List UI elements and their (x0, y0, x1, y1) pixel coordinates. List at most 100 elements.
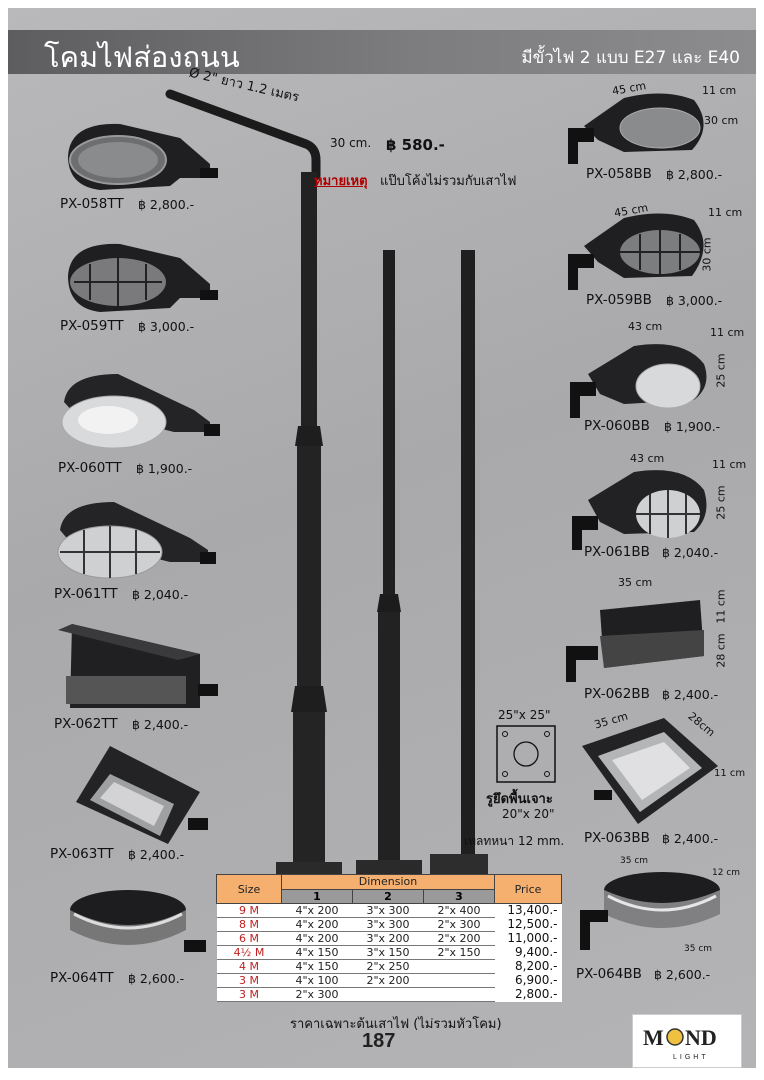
page-subtitle: มีขั้วไฟ 2 แบบ E27 และ E40 (521, 48, 740, 68)
row-dim-1: 4"x 150 (281, 945, 353, 960)
dim-061bb-height: 25 cm (714, 485, 728, 520)
brand-logo: M ND LIGHT (632, 1014, 742, 1068)
catalog-page: โคมไฟส่องถนน มีขั้วไฟ 2 แบบ E27 และ E40 … (8, 8, 756, 1068)
product-code-px062bb: PX-062BB (584, 686, 650, 702)
product-code-px058tt: PX-058TT (60, 196, 124, 212)
lamp-px063tt-image (76, 746, 208, 844)
dim-062bb-height: 28 cm (714, 633, 728, 668)
product-price-px061tt: ฿ 2,040.- (132, 587, 189, 602)
size-header: Size (216, 874, 282, 904)
lamp-px061tt-image (57, 502, 216, 579)
lamp-px060bb-image (570, 344, 707, 418)
product-code-px058bb: PX-058BB (586, 166, 652, 182)
row-dim-2: 3"x 150 (352, 945, 424, 960)
page-number: 187 (362, 1030, 396, 1052)
note-text: แป๊บโค้งไม่รวมกับเสาไฟ (380, 174, 517, 189)
row-dim-3 (423, 973, 495, 988)
product-code-px064bb: PX-064BB (576, 966, 642, 982)
row-dim-1: 4"x 200 (281, 917, 353, 932)
product-price-px058bb: ฿ 2,800.- (666, 167, 723, 182)
title-bar (8, 30, 756, 74)
street-poles-illustration (165, 89, 488, 874)
row-size: 4 M (216, 959, 282, 974)
base-plate-icon (496, 725, 556, 783)
product-code-px059tt: PX-059TT (60, 318, 124, 334)
dim-061bb-width: 43 cm (630, 452, 665, 465)
row-size: 9 M (216, 903, 282, 918)
mond-light-logo: M ND LIGHT (643, 1025, 717, 1061)
arm-height-label: 30 cm. (330, 136, 372, 150)
lamp-px061bb-image (572, 470, 707, 550)
product-code-px062tt: PX-062TT (54, 716, 118, 732)
product-price-px059tt: ฿ 3,000.- (138, 319, 195, 334)
anchor-size: 20"x 20" (502, 807, 555, 821)
dimension-col-3: 3 (423, 888, 495, 904)
row-size: 3 M (216, 987, 282, 1002)
lamp-px064bb-image (580, 872, 720, 950)
row-price: 11,000.- (494, 931, 562, 946)
row-price: 8,200.- (494, 959, 562, 974)
product-code-px060bb: PX-060BB (584, 418, 650, 434)
product-code-px059bb: PX-059BB (586, 292, 652, 308)
anchor-label: รูยึดพื้นเจาะ (486, 792, 553, 807)
product-price-px059bb: ฿ 3,000.- (666, 293, 723, 308)
row-dim-2 (352, 987, 424, 1002)
product-price-px063bb: ฿ 2,400.- (662, 831, 719, 846)
lamp-px059tt-image (68, 243, 218, 312)
lamp-px064tt-image (70, 890, 206, 952)
row-price: 6,900.- (494, 973, 562, 988)
row-dim-2: 2"x 200 (352, 973, 424, 988)
lamp-px058tt-image (68, 123, 218, 190)
product-code-px061tt: PX-061TT (54, 586, 118, 602)
product-price-px062tt: ฿ 2,400.- (132, 717, 189, 732)
dim-060bb-depth: 11 cm (710, 326, 745, 339)
row-dim-3: 2"x 150 (423, 945, 495, 960)
product-price-px061bb: ฿ 2,040.- (662, 545, 719, 560)
lamp-px059bb-image (568, 213, 704, 290)
dimension-header: Dimension (281, 874, 495, 890)
lamp-px062tt-image (58, 624, 218, 708)
row-dim-1: 4"x 200 (281, 903, 353, 918)
table-caption: ราคาเฉพาะต้นเสาไฟ (ไม่รวมหัวโคม) (290, 1017, 502, 1032)
dim-060bb-height: 25 cm (714, 353, 728, 388)
row-dim-1: 4"x 150 (281, 959, 353, 974)
product-price-px063tt: ฿ 2,400.- (128, 847, 185, 862)
note-label: หมายเหตุ (314, 174, 368, 189)
dim-064bb-width: 35 cm (620, 856, 649, 866)
product-price-px060tt: ฿ 1,900.- (136, 461, 193, 476)
lamp-px063bb-image (582, 718, 718, 824)
arm-price: ฿ 580.- (386, 136, 445, 154)
dim-062bb-depth: 11 cm (714, 589, 728, 624)
row-price: 12,500.- (494, 917, 562, 932)
row-price: 13,400.- (494, 903, 562, 918)
row-dim-2: 3"x 300 (352, 917, 424, 932)
row-dim-1: 4"x 200 (281, 931, 353, 946)
row-size: 3 M (216, 973, 282, 988)
row-price: 9,400.- (494, 945, 562, 960)
product-code-px063tt: PX-063TT (50, 846, 114, 862)
product-code-px064tt: PX-064TT (50, 970, 114, 986)
svg-text:M: M (643, 1025, 664, 1050)
row-dim-3: 2"x 400 (423, 903, 495, 918)
row-dim-3: 2"x 300 (423, 917, 495, 932)
product-price-px060bb: ฿ 1,900.- (664, 419, 721, 434)
dim-061bb-depth: 11 cm (712, 458, 747, 471)
row-size: 4½ M (216, 945, 282, 960)
dim-064bb-depth: 35 cm (684, 944, 713, 954)
lamp-px058bb-image (568, 93, 704, 164)
product-code-px063bb: PX-063BB (584, 830, 650, 846)
row-dim-1: 4"x 100 (281, 973, 353, 988)
page-title: โคมไฟส่องถนน (44, 40, 240, 74)
product-code-px061bb: PX-061BB (584, 544, 650, 560)
dim-059bb-height: 30 cm (700, 237, 714, 272)
dim-062bb-width: 35 cm (618, 576, 653, 589)
row-size: 6 M (216, 931, 282, 946)
product-price-px064tt: ฿ 2,600.- (128, 971, 185, 986)
